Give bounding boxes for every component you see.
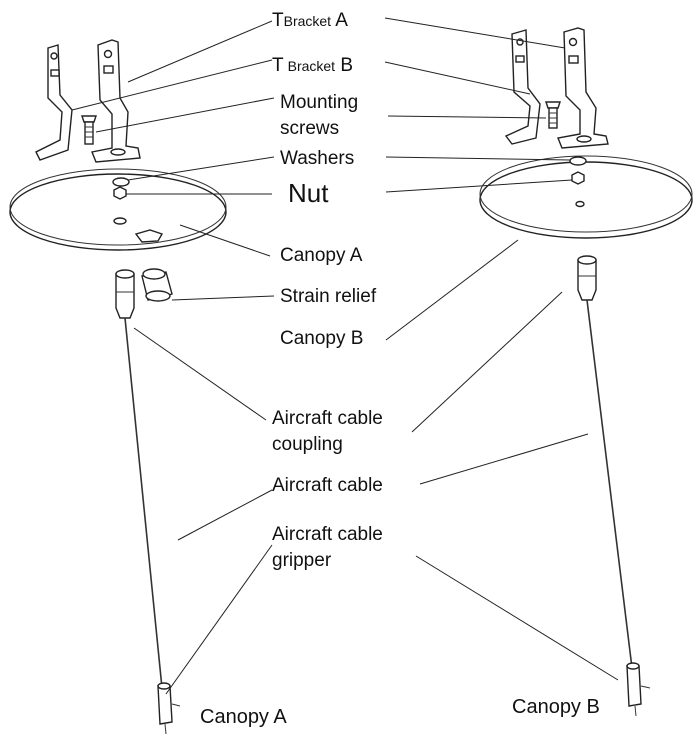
label-nut: Nut [288,178,329,208]
left-t-bracket-a [91,39,141,163]
left-t-bracket-b [35,44,73,161]
label-washers: Washers [280,148,354,169]
right-t-bracket-b [504,29,541,145]
label-t-bracket-a: TBracket A [272,10,348,31]
label-mounting-screws: Mounting [280,92,358,113]
left-cable-gripper [157,682,181,735]
label-canopy-a: Canopy A [280,245,363,266]
right-cable-coupling [577,255,597,301]
label-gripper-2: gripper [272,550,332,571]
label-canopy-b: Canopy B [280,328,363,349]
canopy-b [479,155,693,239]
right-aircraft-cable [586,299,633,669]
strain-relief [141,268,173,302]
right-mounting-screw [545,101,561,129]
right-cable-gripper [626,662,651,717]
label-mounting-screws-2: screws [280,118,339,139]
left-washer [112,177,130,187]
label-coupling: Aircraft cable [272,408,383,429]
left-nut [113,186,127,200]
left-mounting-screw [81,115,97,145]
label-strain-relief: Strain relief [280,286,377,307]
left-cable-coupling [115,269,135,319]
label-coupling-2: coupling [272,434,343,455]
label-aircraft-cable: Aircraft cable [272,475,383,496]
right-t-bracket-a [557,27,609,149]
right-washer [569,156,587,166]
leader-lines [71,17,619,695]
label-bottom-canopy-b: Canopy B [512,696,600,718]
right-nut [571,171,585,185]
left-aircraft-cable [124,317,163,689]
label-gripper: Aircraft cable [272,524,383,545]
canopy-a [9,168,227,251]
label-bottom-canopy-a: Canopy A [200,706,287,728]
